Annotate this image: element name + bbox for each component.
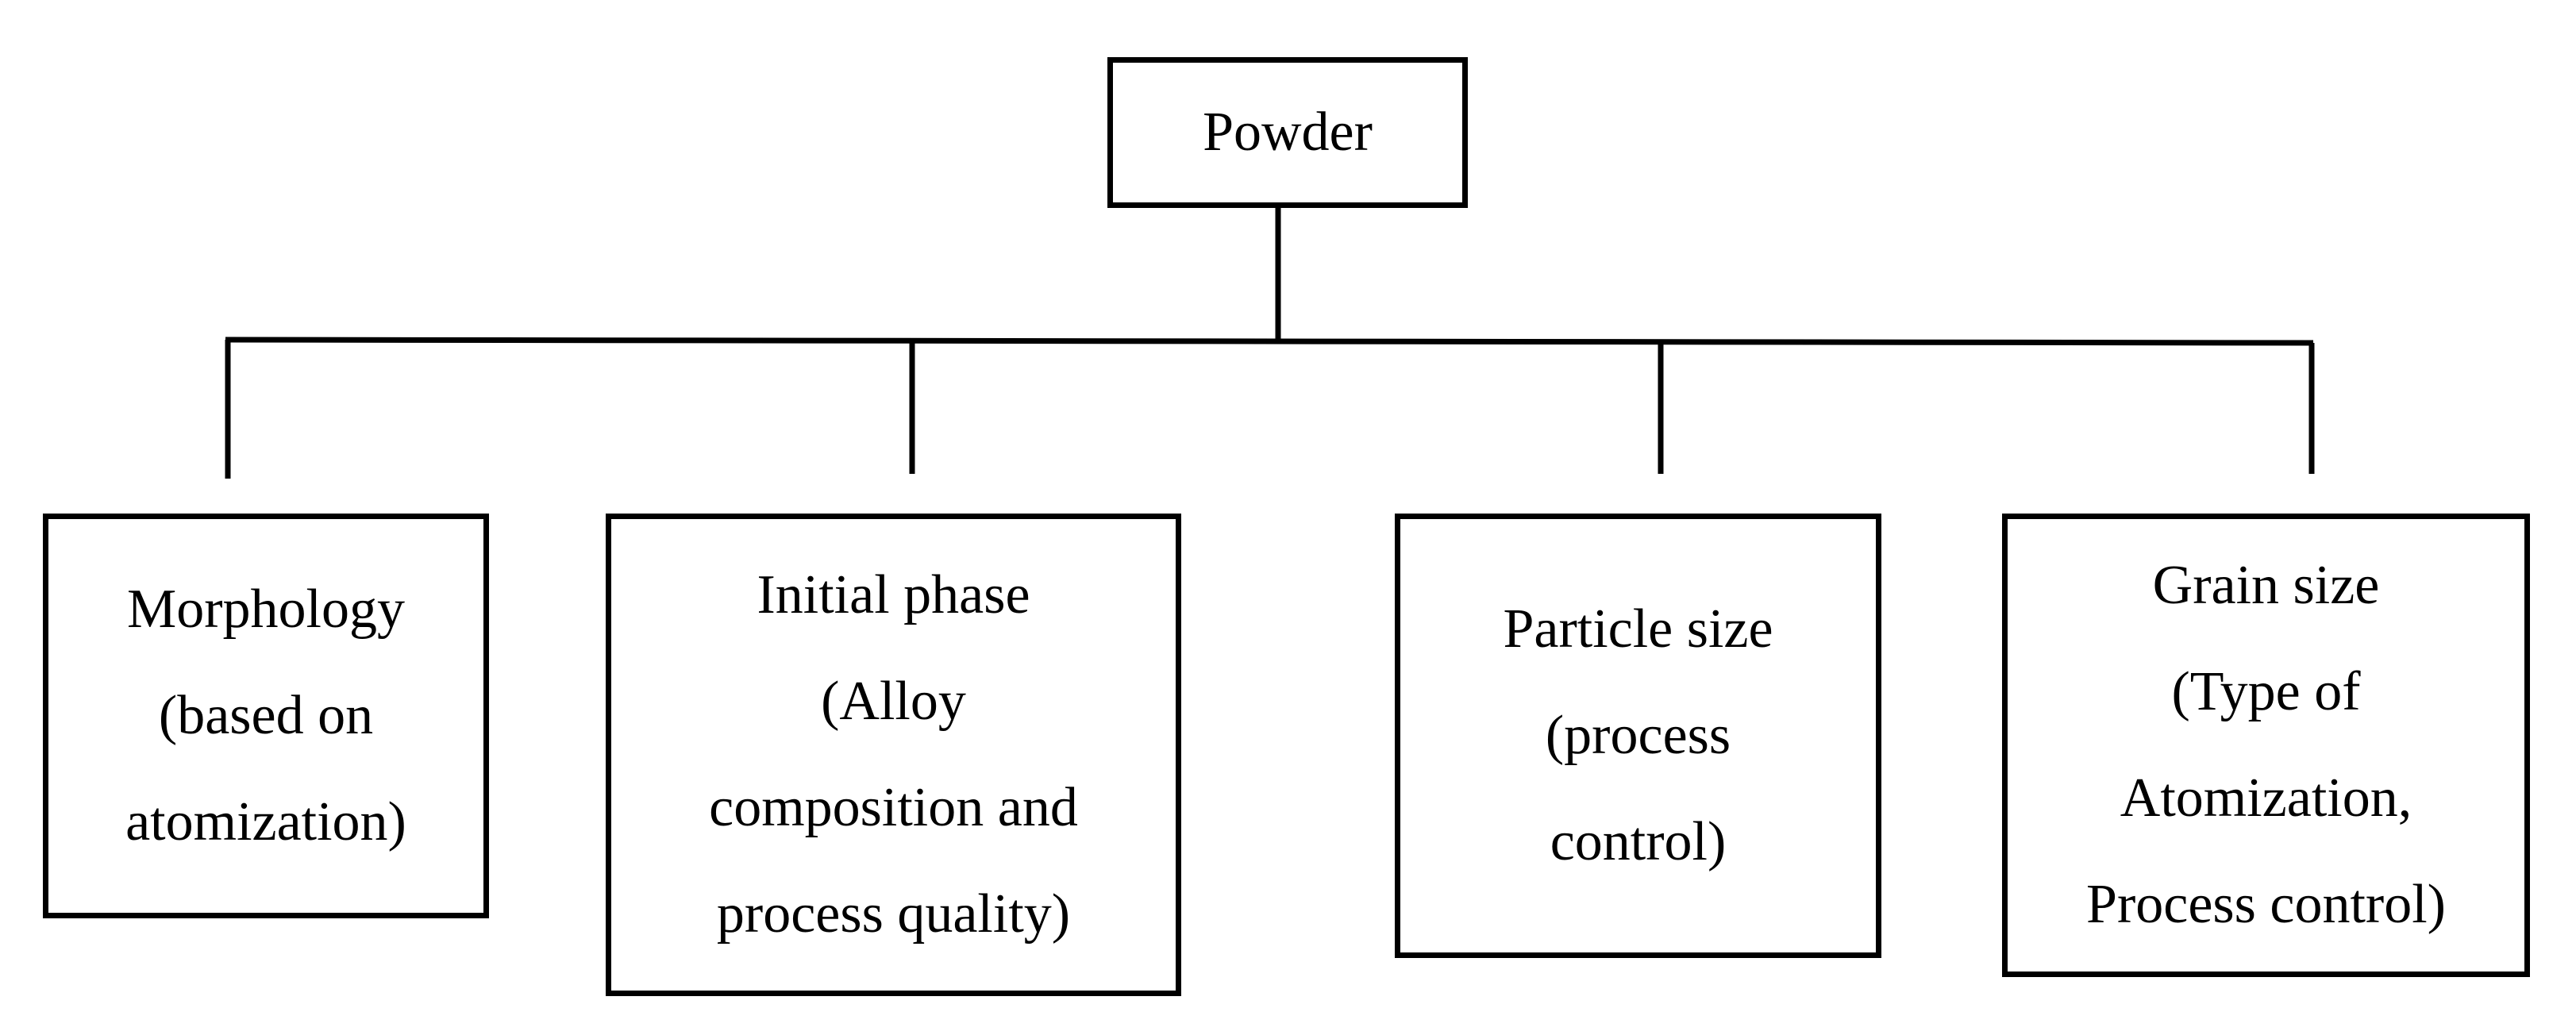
node-detail-line: (based on [158,685,374,746]
node-initial-phase: Initial phase (Alloy composition and pro… [606,514,1181,996]
node-particle-size: Particle size (process control) [1395,514,1881,958]
node-detail-line: composition and [709,777,1078,838]
node-detail-line: (Type of [2171,661,2361,722]
node-title: Particle size [1503,598,1773,660]
node-detail-line: process quality) [716,883,1071,945]
horizontal-bus-line [225,337,2314,346]
root-node-label: Powder [1203,102,1373,163]
node-title: Morphology [127,579,405,640]
node-title: Initial phase [757,564,1030,625]
root-node-powder: Powder [1107,57,1468,208]
node-detail-line: Process control) [2086,874,2446,935]
node-grain-size: Grain size (Type of Atomization, Process… [2002,514,2530,977]
node-detail-line: Atomization, [2120,768,2412,829]
node-detail-line: (process [1545,705,1731,766]
node-detail-line: control) [1550,811,1727,872]
node-title: Grain size [2152,555,2380,616]
node-detail-line: (Alloy [821,671,966,732]
node-morphology: Morphology (based on atomization) [43,514,489,918]
node-detail-line: atomization) [125,791,406,852]
